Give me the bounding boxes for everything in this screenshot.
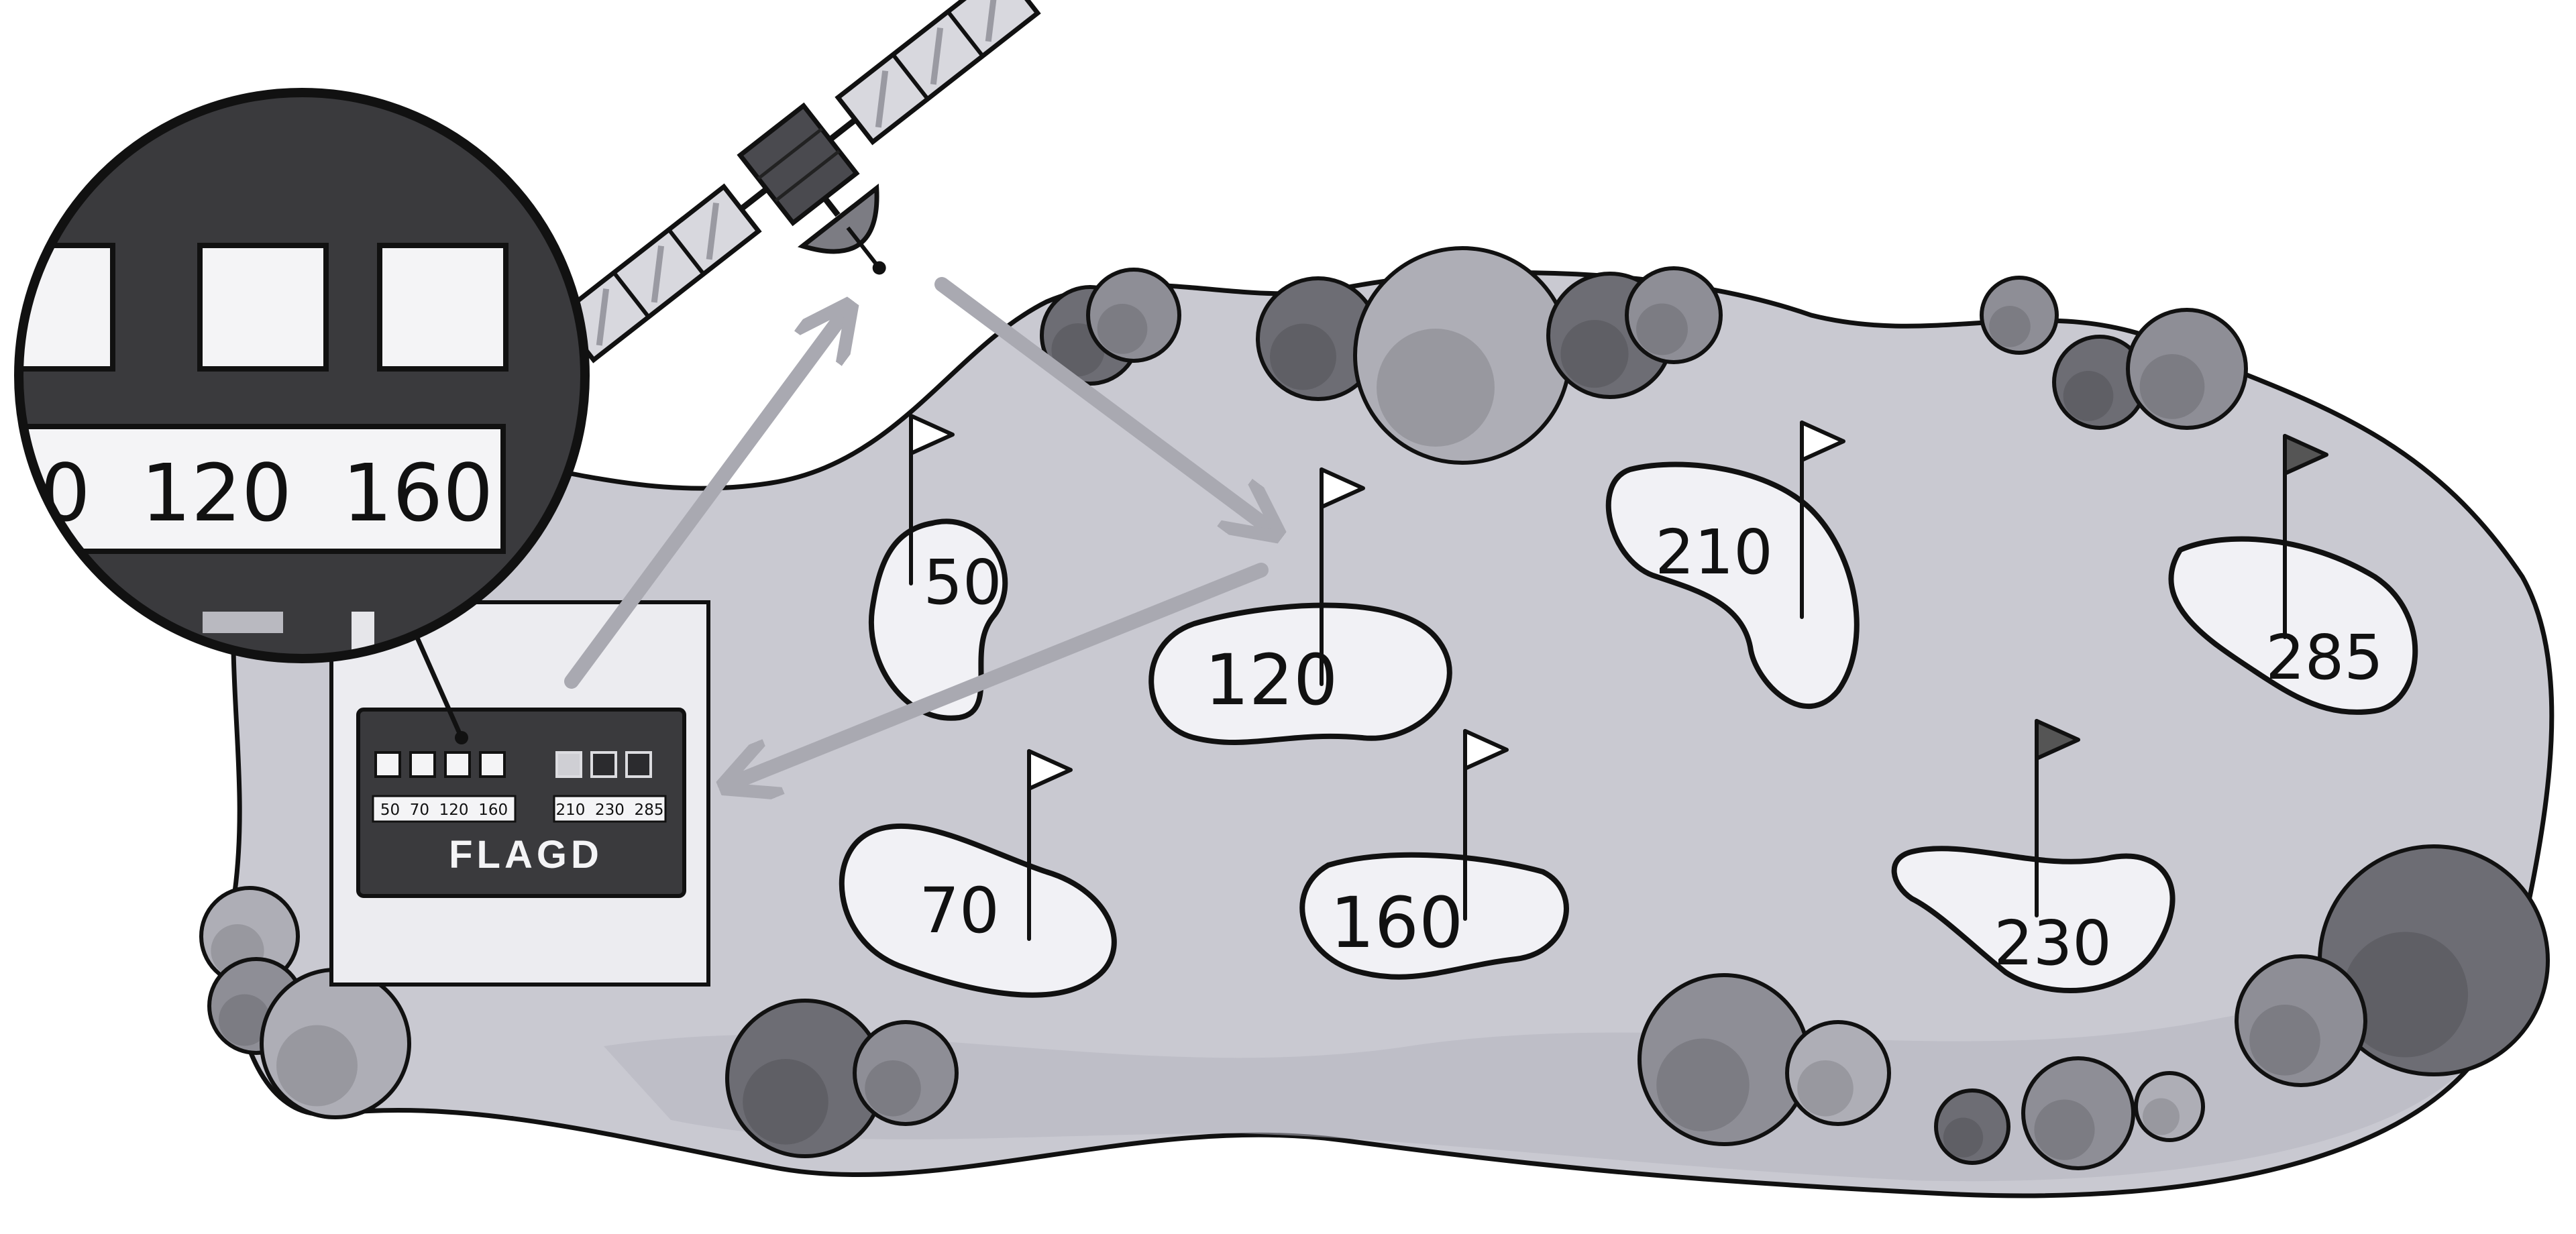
magnifier-connector — [412, 630, 464, 739]
tree-6 — [1625, 266, 1723, 364]
indicator-right-1 — [555, 751, 582, 778]
device-left-strip — [372, 795, 517, 823]
tree-3 — [1256, 276, 1381, 401]
satellite-dish — [797, 183, 886, 275]
device-indicators — [374, 751, 652, 778]
zoom-indicator-3 — [377, 243, 508, 372]
tree-8 — [2052, 335, 2147, 430]
tree-9 — [2126, 308, 2248, 430]
flag-icon — [1027, 749, 1073, 941]
device-brand-logo: FLAGD — [449, 833, 603, 877]
tree-16 — [2134, 1071, 2205, 1142]
indicator-left-2 — [409, 751, 436, 778]
solar-panel-left — [555, 183, 762, 363]
indicator-left-1 — [374, 751, 401, 778]
green-distance-label: 120 — [1205, 639, 1338, 721]
tree-14 — [1934, 1088, 2010, 1165]
flag-icon — [2035, 719, 2080, 917]
tree-17 — [725, 999, 885, 1158]
tree-7 — [1980, 276, 2059, 355]
tree-13 — [1785, 1020, 1891, 1126]
flag-icon — [1463, 729, 1509, 921]
tree-12 — [1638, 973, 1811, 1146]
zoom-distance-strip — [19, 424, 506, 554]
satellite-body — [737, 102, 860, 227]
flag-icon — [1800, 420, 1845, 619]
green-120: 120 — [1148, 467, 1452, 745]
solar-panel-right — [835, 0, 1041, 146]
flag-icon — [2283, 434, 2328, 639]
indicator-right-2 — [590, 751, 617, 778]
device-panel: 50 70 120 160 210 230 285 FLAGD — [329, 600, 710, 987]
device-right-strip — [553, 795, 667, 823]
green-distance-label: 70 — [919, 875, 1000, 948]
green-210: 210 — [1605, 420, 1860, 709]
tree-11 — [2235, 954, 2367, 1087]
green-distance-label: 160 — [1330, 882, 1464, 964]
tree-15 — [2021, 1056, 2135, 1170]
tree-2 — [1086, 268, 1181, 363]
zoom-distances: 70 120 160 — [0, 447, 493, 539]
tree-clusters — [199, 246, 2550, 1170]
device-left-distances: 50 70 120 160 — [380, 801, 508, 819]
arrow-device-to-satellite — [564, 315, 843, 689]
green-50: 50 — [868, 414, 1008, 721]
green-distance-label: 210 — [1655, 516, 1773, 588]
magnifier-ring — [14, 88, 590, 663]
indicator-left-4 — [479, 751, 506, 778]
green-distance-label: 50 — [923, 547, 1002, 618]
flag-icon — [909, 414, 955, 585]
green-distance-label: 230 — [1994, 907, 2112, 979]
indicator-right-3 — [625, 751, 652, 778]
arrow-satellite-to-flag — [934, 277, 1268, 527]
green-230: 230 — [1891, 719, 2176, 993]
satellite-icon — [555, 0, 1041, 363]
tree-4 — [1353, 246, 1572, 465]
green-285: 285 — [2168, 434, 2418, 715]
green-160: 160 — [1299, 729, 1569, 980]
magnifier-zoom: 70 120 160 — [0, 88, 590, 744]
tree-21 — [260, 968, 411, 1119]
zoom-logo-fragment-bar — [203, 612, 283, 633]
tree-18 — [853, 1020, 959, 1126]
green-distance-label: 285 — [2265, 622, 2383, 693]
greens-layer: 50 120 70 160 210 230 285 — [839, 414, 2418, 998]
signal-arrows — [564, 277, 1269, 782]
zoom-indicator-2 — [197, 243, 329, 372]
device-right-distances: 210 230 285 — [556, 801, 664, 819]
green-70: 70 — [839, 749, 1117, 998]
indicator-left-3 — [444, 751, 471, 778]
arrow-flag-to-device — [735, 563, 1269, 782]
flag-icon — [1320, 467, 1365, 686]
ground-shade-bottom — [604, 1005, 2482, 1182]
